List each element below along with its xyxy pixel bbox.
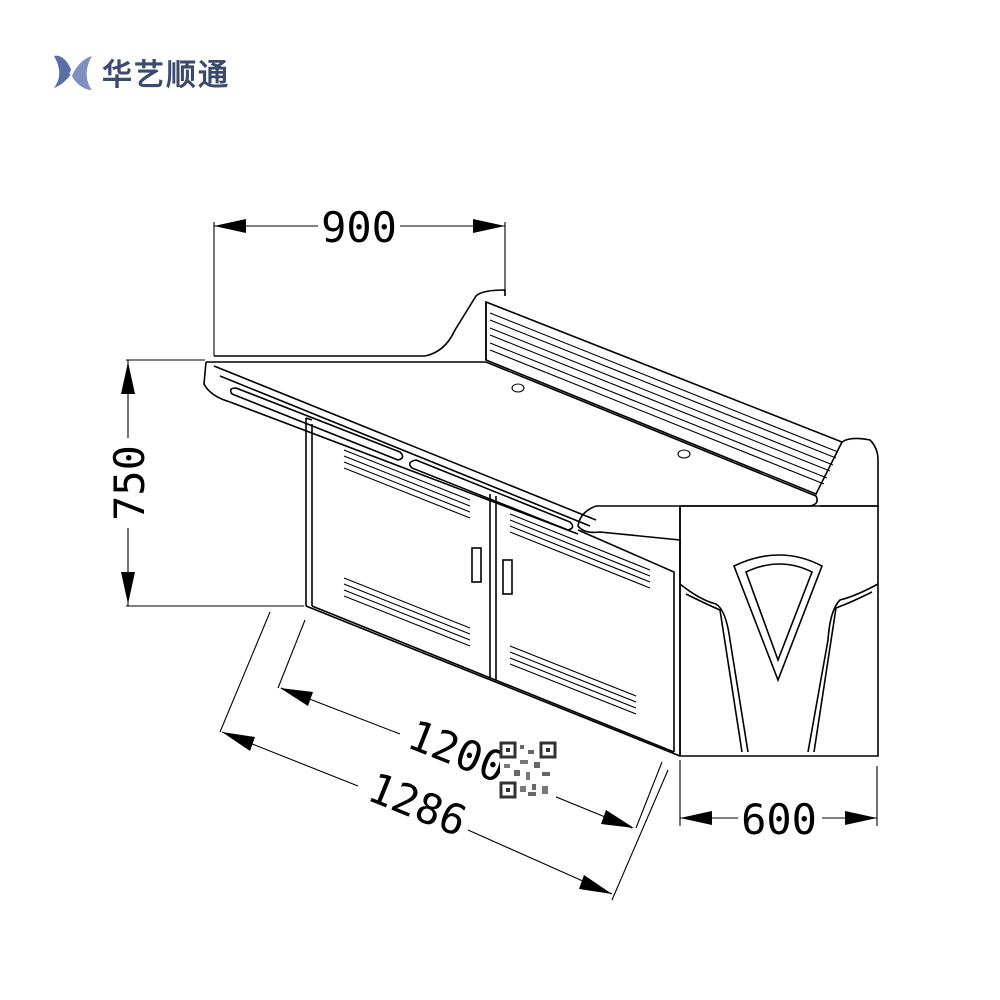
door-handle-right — [502, 559, 513, 595]
vent-grilles — [343, 449, 651, 715]
brand-mark-icon — [54, 53, 92, 90]
console-body — [203, 289, 879, 757]
brand-name: 华艺顺通 — [102, 58, 230, 93]
dim-top-width: 900 — [213, 203, 506, 356]
dim-height: 750 — [105, 359, 304, 607]
v-emblem — [732, 554, 824, 683]
dim-label-height: 750 — [105, 445, 154, 521]
door-handle-left — [471, 547, 482, 583]
qr-code-icon — [499, 741, 557, 799]
back-panel-grooves — [489, 312, 839, 485]
dim-label-top-width: 900 — [321, 203, 397, 252]
brand-logo: 华艺顺通 — [50, 48, 230, 96]
dim-label-depth: 600 — [741, 795, 817, 844]
dim-depth: 600 — [679, 760, 878, 844]
